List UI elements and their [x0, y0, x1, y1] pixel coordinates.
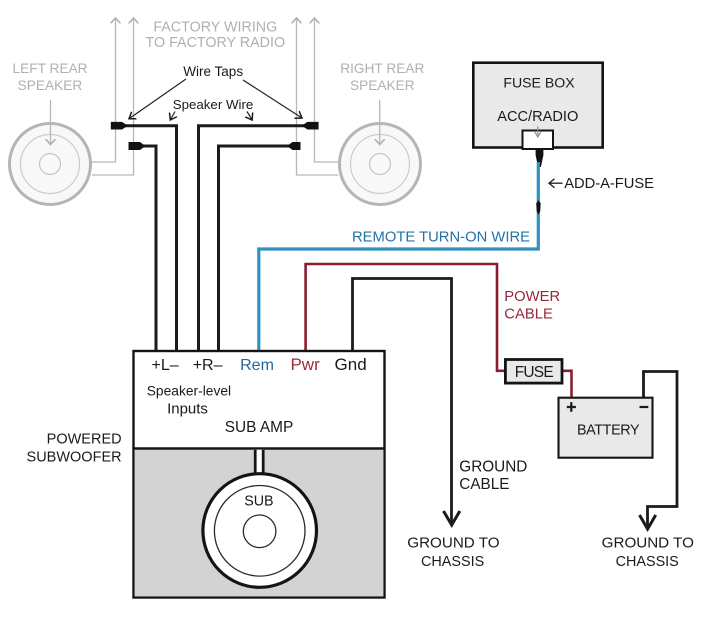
svg-text:RIGHT REAR: RIGHT REAR	[340, 61, 424, 76]
svg-text:ACC/RADIO: ACC/RADIO	[497, 109, 578, 125]
svg-text:Speaker Wire: Speaker Wire	[173, 97, 254, 112]
svg-text:Pwr: Pwr	[290, 355, 320, 374]
svg-text:+R–: +R–	[193, 357, 223, 374]
svg-text:TO FACTORY RADIO: TO FACTORY RADIO	[146, 35, 286, 51]
svg-text:FUSE BOX: FUSE BOX	[503, 75, 575, 91]
svg-text:SPEAKER: SPEAKER	[350, 78, 415, 93]
svg-text:FUSE: FUSE	[515, 364, 554, 381]
svg-text:GROUND TO: GROUND TO	[602, 535, 694, 552]
svg-text:GROUND TO: GROUND TO	[407, 535, 499, 552]
svg-text:Rem: Rem	[240, 357, 274, 374]
svg-text:CHASSIS: CHASSIS	[421, 554, 484, 570]
svg-text:SUB AMP: SUB AMP	[225, 419, 293, 436]
svg-text:Wire Taps: Wire Taps	[183, 64, 243, 79]
svg-text:POWERED: POWERED	[47, 431, 122, 447]
svg-text:POWER: POWER	[504, 289, 560, 305]
svg-text:SUB: SUB	[244, 494, 273, 510]
svg-text:REMOTE TURN-ON WIRE: REMOTE TURN-ON WIRE	[352, 230, 530, 246]
svg-text:Inputs: Inputs	[167, 400, 208, 417]
svg-text:ADD-A-FUSE: ADD-A-FUSE	[564, 176, 654, 192]
svg-text:CABLE: CABLE	[459, 476, 509, 493]
svg-text:CHASSIS: CHASSIS	[616, 554, 679, 570]
svg-text:+L–: +L–	[152, 357, 179, 374]
svg-text:BATTERY: BATTERY	[577, 423, 640, 439]
svg-text:CABLE: CABLE	[504, 307, 553, 323]
svg-text:SUBWOOFER: SUBWOOFER	[27, 449, 122, 465]
svg-text:LEFT REAR: LEFT REAR	[12, 61, 87, 76]
svg-text:SPEAKER: SPEAKER	[18, 78, 83, 93]
svg-text:GROUND: GROUND	[459, 458, 527, 475]
svg-text:Gnd: Gnd	[335, 355, 367, 374]
svg-text:FACTORY WIRING: FACTORY WIRING	[153, 19, 277, 35]
svg-text:Speaker-level: Speaker-level	[147, 383, 231, 398]
